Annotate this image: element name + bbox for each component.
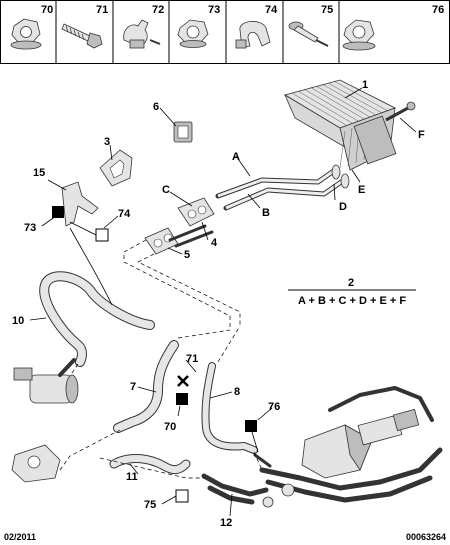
header-part-number: 71 [96, 4, 108, 16]
part-label: 11 [126, 471, 138, 483]
heater-pipes [215, 164, 350, 211]
bracket-part [61, 181, 99, 227]
marker-open-square [175, 489, 189, 503]
rivet-icon [288, 21, 329, 47]
part-label: 73 [24, 222, 36, 234]
header-part-number: 75 [321, 4, 333, 16]
part-label: 5 [184, 249, 190, 261]
marker-filled-square [245, 420, 257, 432]
part-label: 8 [234, 386, 240, 398]
auxiliary-heater-assembly [253, 386, 443, 508]
heater-matrix [283, 79, 397, 171]
part-label: 15 [33, 167, 45, 179]
guide-lines [59, 239, 263, 479]
part-labels: 1 2 3 4 5 6 7 8 10 11 12 15 70 71 73 74 … [12, 79, 425, 529]
nut-icon [177, 19, 209, 48]
part-label: E [358, 184, 365, 196]
hose-part [39, 271, 155, 367]
footer-reference: 00063264 [406, 532, 446, 542]
part-label: 12 [220, 517, 232, 529]
header-part-number: 73 [208, 4, 220, 16]
grommet-part [99, 149, 133, 187]
hose-part [113, 340, 179, 433]
part-label: 10 [12, 315, 24, 327]
hose-part [201, 362, 258, 454]
part-label: C [162, 184, 170, 196]
header-part-number: 76 [432, 4, 444, 16]
part-label: 70 [164, 421, 176, 433]
part-label: 4 [211, 237, 218, 249]
flange-nut-icon [10, 18, 42, 50]
part-label: 1 [362, 79, 368, 91]
cross-marker-icon [177, 375, 189, 387]
part-label: 71 [186, 353, 198, 365]
pipe-part [201, 473, 269, 505]
screw-icon [61, 23, 103, 49]
part-label: 74 [118, 208, 131, 220]
flange-nut-icon [342, 19, 376, 51]
part-label: 2 [348, 277, 354, 289]
part-label: F [418, 129, 425, 141]
water-pump [13, 358, 79, 404]
hose-clip-icon [123, 19, 161, 49]
seal-part [173, 121, 193, 143]
marker-open-square [95, 228, 109, 242]
part-label: 7 [130, 381, 136, 393]
hose-part [109, 454, 191, 475]
part-label: 6 [153, 101, 159, 113]
part-label: 76 [268, 401, 280, 413]
footer-date: 02/2011 [4, 532, 36, 542]
part-label: 3 [104, 136, 110, 148]
header-strip: 70 71 72 73 74 [0, 0, 450, 64]
part-label: 75 [144, 499, 156, 511]
marker-filled-square [176, 393, 188, 405]
header-part-number: 72 [152, 4, 164, 16]
header-part-number: 70 [41, 4, 53, 16]
part-label: B [262, 207, 270, 219]
engine-outlet [11, 444, 61, 483]
part-label: A [232, 151, 240, 163]
marker-filled-square [52, 206, 64, 218]
bracket-clip-icon [235, 21, 271, 49]
part-label: D [339, 201, 347, 213]
header-part-number: 74 [265, 4, 278, 16]
kit-formula: A + B + C + D + E + F [298, 295, 406, 307]
screw-icon [385, 101, 416, 122]
